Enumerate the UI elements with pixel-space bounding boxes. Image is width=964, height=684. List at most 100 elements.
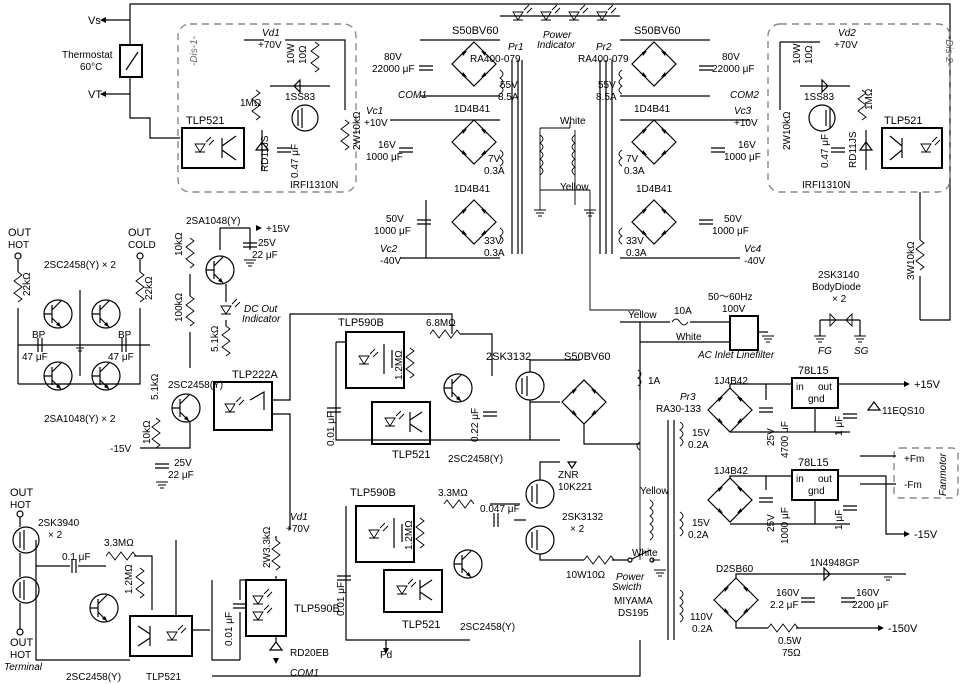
v-p15-right: +15V <box>914 379 941 391</box>
led-icon <box>568 4 589 21</box>
reg-gnd-upper: gnd <box>808 394 825 405</box>
com1-bottom: COM1 <box>290 668 319 679</box>
out-hot2-sub: HOT <box>10 500 31 511</box>
tlp590b-upper-label: TLP590B <box>338 317 384 329</box>
v-110v: 110V <box>690 612 713 623</box>
c-01u: 0.1 μF <box>62 552 91 563</box>
a-02a-lower: 0.2A <box>688 530 709 541</box>
q-2sa1048-x2: 2SA1048(Y) × 2 <box>44 414 116 425</box>
out-hot-sub: HOT <box>8 240 29 251</box>
r-1m-left: 1MΩ <box>240 98 262 109</box>
out-cold-label: OUT <box>128 227 152 239</box>
pd-label: Pd <box>380 650 392 661</box>
s50bv60-top-right: S50BV60 <box>634 25 680 37</box>
power-indicator-leds: Power Indicator <box>500 4 620 51</box>
reg-out-upper: out <box>818 382 832 393</box>
q-2sk3132-lower: 2SK3132 <box>562 512 604 523</box>
rd20eb-label: RD20EB <box>290 648 329 659</box>
body-diode-label: BodyDiode <box>812 282 861 293</box>
fm-minus: -Fm <box>904 480 922 491</box>
pr1-label: Pr1 <box>508 42 524 53</box>
c-50v-left: 50V <box>386 214 404 225</box>
out-terminal-stage: OUT HOT 2SK3940 × 2 0.1 μF 3.3MΩ 1.2MΩ 2… <box>4 487 641 683</box>
c-047u-right: 0.47 μF <box>820 134 831 168</box>
switch-block-lower: TLP590B 3.3MΩ 1.2MΩ 0.047 μF TLP521 0.01… <box>336 461 630 661</box>
c-0047u: 0.047 μF <box>480 504 520 515</box>
v-100v: 100V <box>722 304 746 315</box>
c-25v-4700: 25V <box>766 428 777 446</box>
q-2sc2458-bottom: 2SC2458(Y) <box>66 672 121 683</box>
r-33m-left: 3.3MΩ <box>104 538 134 549</box>
fm-plus: +Fm <box>904 454 924 465</box>
r-2w10k-right: 2W10kΩ <box>782 111 793 150</box>
a-03a-left-1: 0.3A <box>484 166 505 177</box>
r-12m-upper: 1.2MΩ <box>394 350 405 380</box>
r-12m-lower: 1.2MΩ <box>404 520 415 550</box>
v-7v-right: 7V <box>626 154 639 165</box>
pr3-supplies: Pr3 RA30-133 1J4B42 15V 0.2A 25V 4700 μF… <box>656 365 959 640</box>
v-m15-left: -15V <box>110 444 131 455</box>
pr3-label: Pr3 <box>680 392 696 403</box>
tlp590b-bottom <box>245 579 287 637</box>
d-1d4b41-mid-left: 1D4B41 <box>454 184 491 195</box>
r-10w-right: 10W <box>792 43 803 64</box>
thermostat-label: Thermostat <box>62 50 113 61</box>
c-22u-b: 2.2 μF <box>770 600 799 611</box>
power-switch-label-1: Power <box>616 572 645 583</box>
out-hot2-label: OUT <box>10 487 34 499</box>
yellow-label-top: Yellow <box>560 182 589 193</box>
vt-label: VT <box>88 89 102 101</box>
hv-supply: D2SB60 110V 0.2A 1N4948GP 160V 2.2 μF 16… <box>679 558 918 659</box>
r-75: 75Ω <box>782 648 801 659</box>
tlp521-bottom-label: TLP521 <box>146 672 181 683</box>
c-25v-1000: 25V <box>766 514 777 532</box>
white-label-bot: White <box>632 548 658 559</box>
v-m150: -150V <box>888 623 918 635</box>
q-2sc2458-mid: 2SC2458(Y) <box>168 380 223 391</box>
tlp521-mid-lower-label: TLP521 <box>402 619 441 631</box>
c-022u: 0.22 μF <box>470 408 481 442</box>
q-2sk3132-lower-x2: × 2 <box>570 524 585 535</box>
thermostat-switch <box>119 44 143 78</box>
c-47u-right: 47 μF <box>108 352 134 363</box>
tlp521-right <box>881 127 943 169</box>
tlp590b-lower-label: TLP590B <box>350 487 396 499</box>
dc-out-label-2: Indicator <box>242 314 281 325</box>
rd11js-right: RD11JS <box>848 131 859 168</box>
vc2-voltage: -40V <box>380 256 401 267</box>
r-51k-b: 5.1kΩ <box>150 373 161 400</box>
vc1-label: Vc1 <box>366 106 383 117</box>
output-stage: OUT HOT OUT COLD 2SC2458(Y) × 2 22kΩ 22k… <box>8 227 156 425</box>
vs-label: Vs <box>88 15 101 27</box>
tlp521-mid-upper-label: TLP521 <box>392 449 431 461</box>
r-22k-right: 22kΩ <box>144 276 155 300</box>
c-22u-top: 22 μF <box>252 250 278 261</box>
a-03a-left-2: 0.3A <box>484 248 505 259</box>
ac-inlet: Yellow 10A White 50～60Hz 100V AC Inlet L… <box>620 292 775 400</box>
rd11js-left: RD11JS <box>260 135 271 172</box>
c-160v-a: 160V <box>776 588 800 599</box>
tlp521-right-label: TLP521 <box>884 115 923 127</box>
r-100k: 100kΩ <box>174 292 185 322</box>
c-1u-lower: 1 μF <box>834 510 845 530</box>
power-indicator-label-1: Power <box>543 30 572 41</box>
vd1-voltage: +70V <box>258 40 282 51</box>
znr-label: ZNR <box>558 470 579 481</box>
r-1m-right: 1MΩ <box>864 88 875 110</box>
pr2-label: Pr2 <box>596 42 612 53</box>
v-55v-right: 55V <box>598 80 616 91</box>
c-001u-lower: 0.01 μF <box>336 582 347 616</box>
v-p15-top: +15V <box>266 224 290 235</box>
r-2w10k-left: 2W10kΩ <box>352 111 363 150</box>
s50bv60-top-left: S50BV60 <box>452 25 498 37</box>
vc4-label: Vc4 <box>744 244 762 255</box>
r-22k-left: 22kΩ <box>22 272 33 296</box>
tlp521-left-label: TLP521 <box>186 115 225 127</box>
power-switch-label-2: Swicth <box>612 582 642 593</box>
v-m15-right: -15V <box>914 529 938 541</box>
r-2w33k: 2W3.3kΩ <box>262 526 273 568</box>
reg-78l15-upper: 78L15 <box>798 365 829 377</box>
out-terminal-label: Terminal <box>4 662 43 673</box>
c-1000u-right: 1000 μF <box>724 152 761 163</box>
